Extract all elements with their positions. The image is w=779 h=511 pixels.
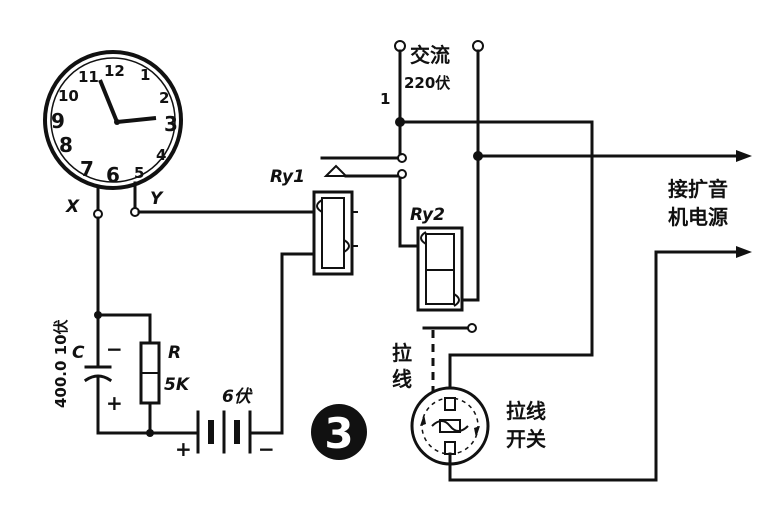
ry2-contact-point (467, 323, 477, 333)
pull-cord-label-2: 线 (392, 367, 412, 391)
clock-hour-hand (98, 79, 119, 123)
pull-switch-label-1: 拉线 (506, 399, 546, 423)
clock-face (43, 50, 183, 190)
capacitor-value: 400.0 10伏 (52, 319, 70, 408)
battery (196, 410, 252, 454)
clock-number-11: 11 (78, 68, 99, 86)
resistor-value: 5K (164, 375, 191, 395)
clock-minute-hand (116, 116, 157, 124)
clock-rim (50, 57, 176, 183)
ry1-contact-low (397, 169, 407, 179)
figure-number-badge (311, 404, 367, 460)
ac-label-1: 交流 (410, 43, 450, 67)
pull-switch-label-2: 开关 (506, 427, 546, 451)
clock-number-3: 3 (164, 112, 178, 136)
relay-ry2-label: Ry2 (410, 205, 445, 225)
pull-cord-label-1: 拉 (392, 341, 412, 365)
capacitor-label: C (72, 343, 85, 363)
relay-ry1 (312, 190, 358, 276)
capacitor-plus: + (106, 391, 123, 415)
clock-number-2: 2 (159, 89, 169, 107)
clock-number-6: 6 (106, 163, 120, 187)
arrow-amp-top (736, 150, 752, 162)
relay-ry1-label: Ry1 (270, 167, 305, 187)
junction-1-label: 1 (380, 90, 390, 108)
clock-number-4: 4 (156, 146, 166, 164)
terminal-y-label: Y (150, 189, 164, 209)
capacitor-plate-bottom (83, 374, 113, 383)
clock-number-10: 10 (58, 87, 79, 105)
ac-label-2: 220伏 (404, 74, 450, 92)
terminal-x-label: X (65, 197, 80, 217)
arrow-amp-bottom (736, 246, 752, 258)
junction-bottom-left (146, 429, 154, 437)
battery-plus: + (175, 437, 192, 461)
figure-number: 3 (324, 409, 353, 458)
clock-number-8: 8 (59, 133, 73, 157)
relay-ry2 (416, 226, 464, 312)
amp-power-label-2: 机电源 (668, 205, 728, 229)
capacitor-minus: − (106, 337, 123, 361)
clock-number-12: 12 (104, 62, 125, 80)
clock: 12 1 2 3 4 5 6 7 8 9 10 11 (43, 50, 183, 190)
clock-center (114, 119, 120, 125)
battery-value: 6伏 (222, 387, 253, 407)
ry1-contact-pivot (323, 164, 349, 177)
resistor-label: R (168, 343, 181, 363)
amp-power-label-1: 接扩音 (668, 177, 728, 201)
clock-number-1: 1 (140, 66, 150, 84)
clock-number-9: 9 (51, 109, 65, 133)
ry1-contact-upper (397, 153, 407, 163)
battery-minus: − (258, 437, 275, 461)
clock-number-5: 5 (134, 164, 144, 182)
clock-number-7: 7 (80, 157, 94, 181)
